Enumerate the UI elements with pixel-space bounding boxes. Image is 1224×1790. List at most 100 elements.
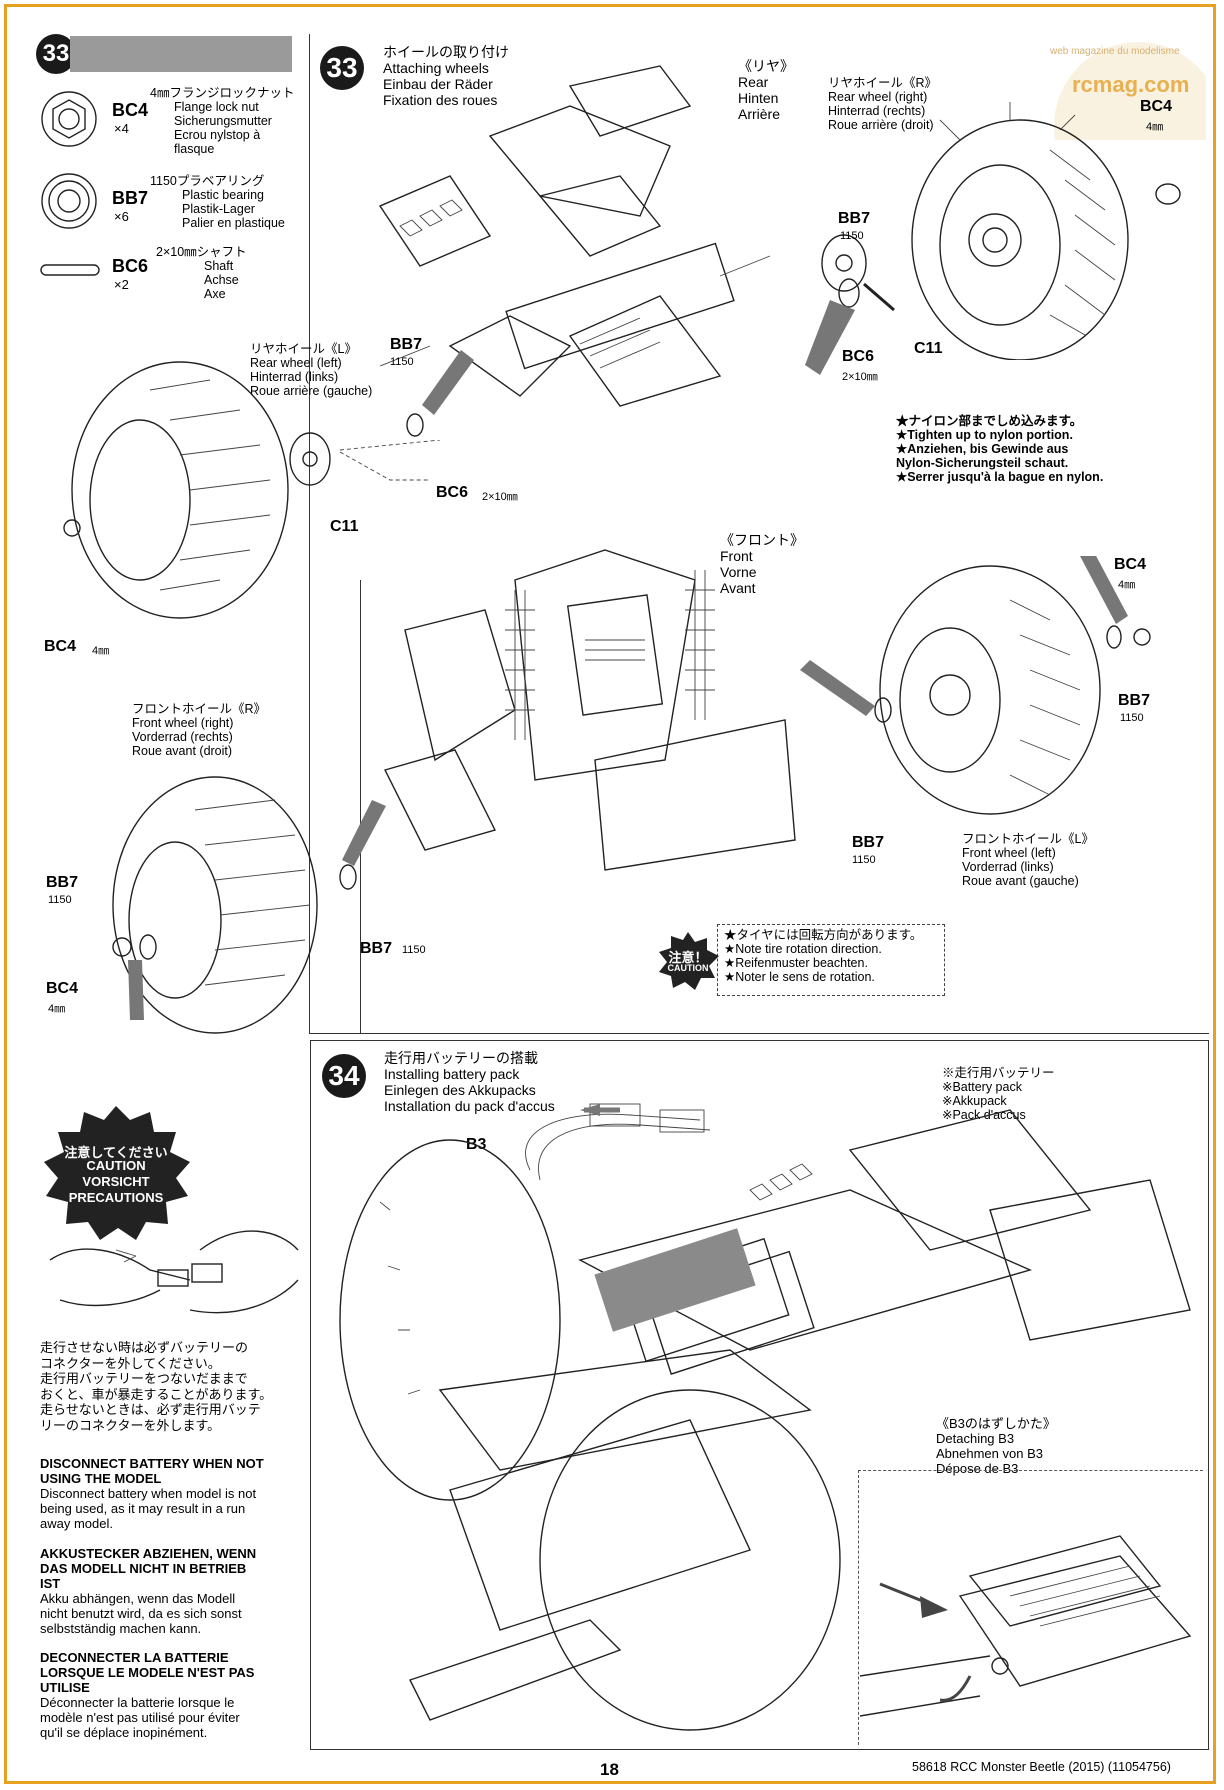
rear-left-axle-lines <box>339 440 441 481</box>
hex-adapter-c11-icon <box>821 234 867 292</box>
bc6-code: BC6 <box>112 256 149 276</box>
caution-badge-shape-icon <box>659 932 719 990</box>
rear-right-wheel-label: リヤホイール《R》 Rear wheel (right) Hinterrad (… <box>828 76 938 132</box>
rear-left-hex-adapter-icon <box>289 432 331 486</box>
step33-front-subpanel <box>360 580 1209 1034</box>
bc4-qty: ×4 <box>114 121 129 136</box>
rear-right-wheel-drawing <box>911 102 1129 360</box>
bc6-qty: ×2 <box>114 277 129 292</box>
step34-title: 走行用バッテリーの搭載 Installing battery pack Einl… <box>384 1050 555 1114</box>
front-right-inner-bb7-label: BB7 <box>360 940 393 957</box>
rear-right-bc6-mm: 2×10㎜ <box>842 371 878 383</box>
front-left-inner-bearing-icon <box>874 697 892 723</box>
front-right-inner-bb7-num: 1150 <box>402 944 426 956</box>
rear-right-bb7-num: 1150 <box>840 230 864 242</box>
precautions-fr: PRECAUTIONS <box>68 1190 164 1205</box>
rear-right-nut-icon <box>1155 183 1181 205</box>
page-number: 18 <box>600 1760 619 1779</box>
precautions-badge-icon <box>44 1106 190 1240</box>
flange-lock-nut-icon <box>41 91 97 147</box>
caution-jp-text: 走行させない時は必ずバッテリーの コネクターを外してください。 走行用バッテリー… <box>40 1340 273 1433</box>
front-right-nut-bearing-icon <box>112 934 157 960</box>
step34-number: 34 <box>322 1054 366 1098</box>
front-left-wheel-drawing <box>879 565 1101 815</box>
caution-de-text: AKKUSTECKER ABZIEHEN, WENN DAS MODELL NI… <box>40 1546 257 1636</box>
tighten-note: ★ナイロン部までしめ込みます。 ★Tighten up to nylon por… <box>896 414 1104 484</box>
battery-install-drawing <box>339 1103 1191 1731</box>
bc4-description: 4㎜フランジロックナット Flange lock nut Sicherungsm… <box>150 86 295 156</box>
parts-header-bar <box>70 36 292 72</box>
front-left-bc4-label: BC4 <box>1114 556 1147 573</box>
front-left-bb7-label: BB7 <box>1118 692 1151 709</box>
front-right-bc4-mm: 4㎜ <box>48 1003 66 1015</box>
rear-right-c11-label: C11 <box>914 340 943 357</box>
rear-left-bc6-label: BC6 <box>436 484 469 501</box>
rear-left-wheel-label: リヤホイール《L》 Rear wheel (left) Hinterrad (l… <box>250 342 373 398</box>
step33-number: 33 <box>320 46 364 90</box>
rear-left-bb7-num: 1150 <box>390 356 414 368</box>
detach-b3-inset <box>858 1470 1203 1745</box>
rear-left-wheel-drawing <box>63 361 289 619</box>
rear-right-shaft-icon <box>863 282 895 312</box>
rear-left-c11-label: C11 <box>330 518 359 535</box>
plastic-bearing-icon <box>41 173 97 229</box>
rear-left-bc4-mm: 4㎜ <box>92 645 110 657</box>
front-right-grease-arrow-icon <box>342 800 386 866</box>
front-left-bb7-num: 1150 <box>1120 712 1144 724</box>
page-border <box>4 4 1216 1784</box>
rear-label: 《リヤ》 Rear Hinten Arrière <box>738 58 794 122</box>
precautions-jp: 注意してください <box>64 1145 168 1160</box>
rotation-caution-text: ★タイヤには回転方向があります。 ★Note tire rotation dir… <box>724 928 923 984</box>
front-right-bb7-label: BB7 <box>46 874 79 891</box>
front-right-bearing-icon <box>339 864 357 890</box>
front-label: 《フロント》 Front Vorne Avant <box>720 532 804 596</box>
step34-panel <box>310 1040 1209 1750</box>
shaft-icon <box>40 264 100 276</box>
bb7-description: 1150プラベアリング Plastic bearing Plastik-Lage… <box>150 174 285 230</box>
bb7-qty: ×6 <box>114 209 129 224</box>
front-left-inner-bb7-label: BB7 <box>852 834 885 851</box>
rear-right-bearing-icon <box>838 278 860 308</box>
rear-right-bc4-label: BC4 <box>1140 98 1173 115</box>
front-left-grease-arrow-2-icon <box>800 660 875 716</box>
front-left-bc4-mm: 4㎜ <box>1118 579 1136 591</box>
front-left-grease-arrow-icon <box>1080 556 1128 624</box>
rear-left-bc6-mm: 2×10㎜ <box>482 491 518 503</box>
watermark-text: rcmag.com <box>1072 72 1190 97</box>
rear-left-bearing-icon <box>406 413 424 437</box>
bc4-code: BC4 <box>112 100 149 120</box>
bc6-description: 2×10㎜シャフト Shaft Achse Axe <box>156 245 247 301</box>
detach-b3-drawing <box>860 1535 1192 1717</box>
precautions-de: VORSICHT <box>82 1174 150 1189</box>
rear-right-bc6-label: BC6 <box>842 348 875 365</box>
bb7-code: BB7 <box>112 188 149 208</box>
disconnect-hands-illustration <box>49 1230 299 1314</box>
rotation-caution-box <box>717 924 945 996</box>
rear-left-bc4-label: BC4 <box>44 638 77 655</box>
footer-model: 58618 RCC Monster Beetle (2015) (1105475… <box>912 1760 1171 1774</box>
rear-left-grease-arrow-icon <box>422 350 474 415</box>
front-chassis-drawing <box>383 549 796 871</box>
front-right-bb7-num: 1150 <box>48 894 72 906</box>
front-right-grease-arrow-2-icon <box>128 960 144 1020</box>
front-right-wheel-drawing <box>112 776 318 1034</box>
front-left-bearing-nut-icon <box>1106 625 1151 649</box>
rear-left-bb7-label: BB7 <box>390 336 423 353</box>
caution-badge-jp: 注意！ <box>668 950 708 965</box>
rear-right-bc4-mm: 4㎜ <box>1146 121 1164 133</box>
front-left-wheel-label: フロントホイール《L》 Front wheel (left) Vorderrad… <box>962 832 1094 888</box>
rear-right-bb7-label: BB7 <box>838 210 871 227</box>
rear-right-grease-arrow-icon <box>805 300 855 375</box>
parts-step-number: 33 <box>36 34 76 74</box>
caution-badge-en: CAUTION <box>667 963 709 973</box>
watermark-arc-text: web magazine du modelisme <box>1050 46 1180 57</box>
front-right-wheel-label: フロントホイール《R》 Front wheel (right) Vorderra… <box>132 702 267 758</box>
step33-title: ホイールの取り付け Attaching wheels Einbau der Rä… <box>383 44 509 108</box>
rear-chassis-drawing <box>378 65 771 407</box>
front-left-inner-bb7-num: 1150 <box>852 854 876 866</box>
detach-b3-label: 《B3のはずしかた》 Detaching B3 Abnehmen von B3 … <box>936 1416 1056 1476</box>
front-right-bc4-label: BC4 <box>46 980 79 997</box>
caution-badge: 注意！ CAUTION <box>655 930 721 992</box>
precautions-en: CAUTION <box>86 1158 146 1173</box>
caution-en-text: DISCONNECT BATTERY WHEN NOT USING THE MO… <box>40 1456 264 1531</box>
